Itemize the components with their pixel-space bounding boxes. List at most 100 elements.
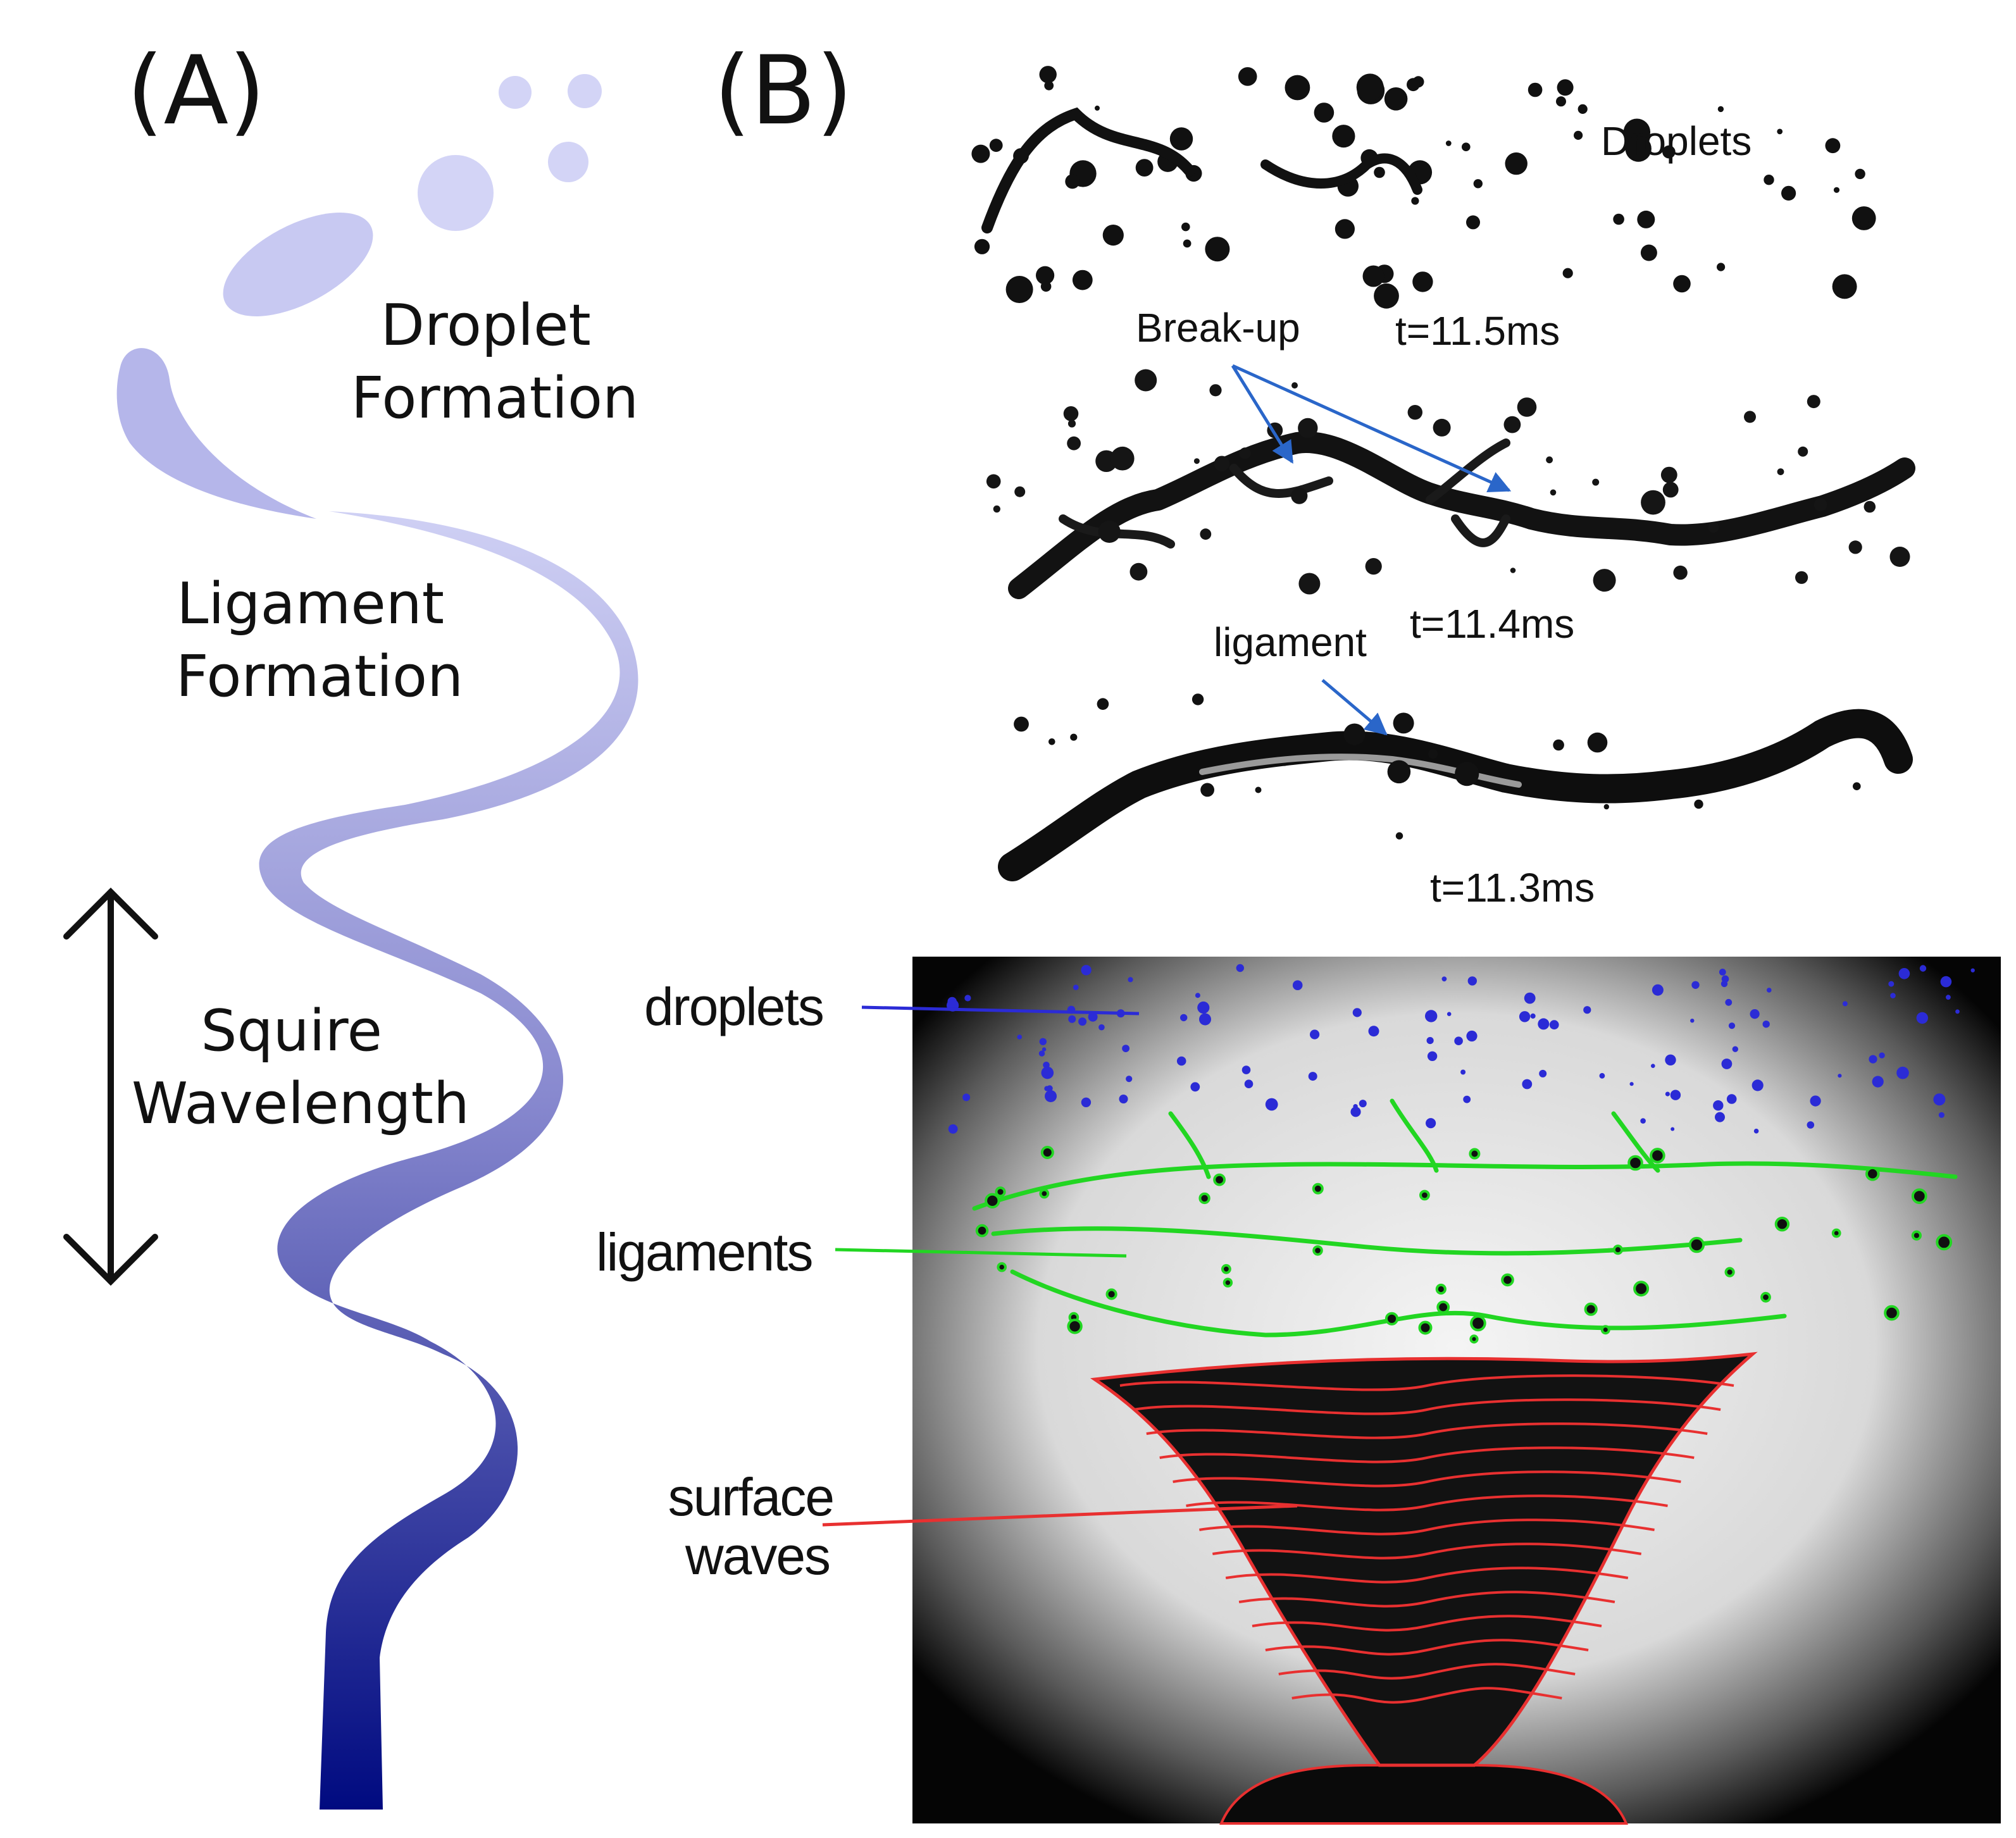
droplet-blob — [1445, 140, 1452, 146]
surface-wave-contour — [1133, 1398, 1721, 1415]
photo-ligament-node — [1584, 1302, 1598, 1316]
droplet — [548, 142, 588, 182]
droplet-blob — [1209, 384, 1222, 397]
droplet-blob — [989, 139, 1003, 152]
photo-droplet — [1810, 1095, 1821, 1107]
droplet-blob — [1473, 179, 1483, 189]
photo-droplets-label: droplets — [644, 977, 823, 1036]
squire-wavelength-label: Squire Wavelength — [132, 998, 470, 1137]
photo-droplet — [1236, 964, 1245, 972]
frame-t115: Droplets — [968, 63, 1886, 316]
droplet-blob — [1717, 106, 1724, 113]
photo-droplet — [1078, 1017, 1087, 1026]
droplet-blob — [1641, 490, 1665, 515]
droplet-blob — [1860, 220, 1869, 228]
photo-droplet — [1720, 980, 1728, 988]
photo-ligament-node — [1419, 1189, 1430, 1201]
photo-ligament-node — [1221, 1264, 1231, 1274]
photo-droplet — [1368, 1026, 1379, 1037]
droplet-blob — [1365, 558, 1382, 575]
photo-droplet — [1726, 1094, 1737, 1104]
droplet — [418, 155, 494, 231]
photo-droplet — [1045, 1090, 1057, 1102]
photo-droplet — [1753, 1128, 1759, 1134]
droplet-blob — [1095, 105, 1100, 111]
photo-droplet — [1752, 1079, 1764, 1091]
droplet-formation-line1: Droplet — [381, 292, 591, 359]
surface-wave-contour — [1238, 1591, 1615, 1608]
photo-droplet — [1652, 984, 1664, 996]
droplet-blob — [1332, 125, 1355, 148]
surface-wave-contour — [1252, 1615, 1602, 1632]
droplet-blob — [1065, 174, 1080, 189]
photo-droplet — [1454, 1036, 1463, 1045]
photo-droplet — [1176, 1056, 1186, 1066]
droplet-blob — [1550, 489, 1557, 496]
photo-droplet — [1241, 1065, 1251, 1074]
droplet-blob — [1395, 832, 1403, 840]
frame-t114-breaking-ligament — [1008, 432, 1915, 599]
droplet-blob — [1072, 270, 1093, 290]
photo-droplet — [1352, 1008, 1362, 1017]
photo-droplet — [1038, 1050, 1045, 1057]
droplet-blob — [1853, 782, 1861, 790]
photo-droplet — [1651, 1064, 1655, 1068]
photo-ligament-node — [1650, 1148, 1665, 1164]
photo-droplet — [1197, 1001, 1210, 1014]
droplet-blob — [1384, 87, 1408, 111]
droplet-blob — [1660, 466, 1677, 483]
droplet-blob — [1070, 733, 1078, 741]
droplet-blob — [1407, 78, 1420, 92]
photo-droplet — [1842, 1001, 1848, 1007]
photo-droplet — [1919, 965, 1927, 972]
ligament-formation-line1: Ligament — [177, 571, 444, 637]
photo-droplet — [1310, 1029, 1320, 1040]
droplet-blob — [1063, 406, 1079, 421]
photo-ligament-node — [1223, 1277, 1233, 1288]
droplet-blob — [1335, 219, 1355, 239]
photo-droplet — [1039, 1038, 1047, 1046]
breakup-arrows — [1231, 364, 1512, 493]
time-label-t114: t=11.4ms — [1410, 601, 1574, 647]
photo-droplet — [1081, 965, 1092, 976]
photo-droplet — [1460, 1069, 1466, 1075]
photo-droplet — [1640, 1118, 1646, 1124]
surface-wave-contour — [1225, 1567, 1629, 1584]
photo-droplet — [1713, 1100, 1724, 1111]
surface-wave-contour — [1212, 1543, 1642, 1560]
photo-droplet — [1088, 1012, 1098, 1022]
photo-droplet-field — [947, 964, 1975, 1134]
droplet-blob — [1825, 138, 1841, 154]
frame-t114 — [986, 364, 1915, 601]
photo-droplet — [1441, 976, 1447, 982]
droplet-blob — [1111, 446, 1135, 471]
droplet-blob — [1889, 547, 1910, 567]
frame-t113-ligament-highlight — [1199, 754, 1522, 788]
droplet-blob — [1510, 568, 1516, 573]
photo-droplet — [1916, 1012, 1928, 1024]
photo-droplet — [948, 1124, 958, 1134]
segmented-photo — [822, 957, 2001, 1825]
droplet-blob — [1169, 127, 1193, 151]
photo-droplet — [1463, 1095, 1471, 1103]
breakup-label: Break-up — [1136, 305, 1300, 351]
photo-ligament-node — [1911, 1188, 1927, 1204]
droplet-blob — [1135, 369, 1157, 392]
photo-droplet — [1762, 1021, 1770, 1028]
droplet-blob — [1851, 206, 1876, 230]
photo-droplet — [1970, 968, 1975, 972]
droplet-blob — [1412, 271, 1433, 292]
surface-wave-contours — [1119, 1374, 1734, 1704]
photo-droplet — [1888, 981, 1895, 987]
surface-waves-line1: surface — [668, 1467, 833, 1527]
photo-droplet — [1671, 1127, 1675, 1131]
photo-droplet — [1896, 1066, 1909, 1079]
droplet-blob — [1291, 487, 1308, 504]
photo-droplet — [1350, 1107, 1361, 1117]
droplet-blob — [1807, 395, 1820, 409]
droplet-blob — [1393, 712, 1414, 734]
surface-waves-leader-line — [822, 1504, 1298, 1527]
droplet-blob — [1694, 799, 1703, 809]
photo-droplet — [1244, 1079, 1254, 1088]
droplet-blob — [1102, 225, 1124, 246]
